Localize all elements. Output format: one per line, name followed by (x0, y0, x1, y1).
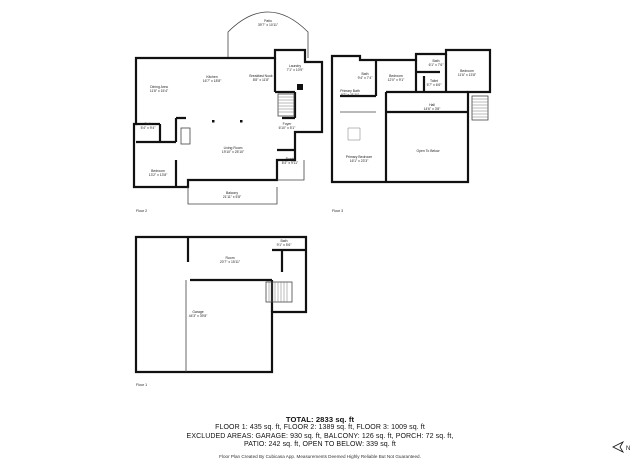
area-summary: TOTAL: 2833 sq. ft FLOOR 1: 435 sq. ft, … (120, 415, 520, 450)
floor2-outer-wall (132, 48, 324, 189)
room-label: Open To Below (417, 149, 440, 153)
floor3-interior-walls (340, 54, 468, 182)
footer-disclaimer: Floor Plan Created By Cubicasa App. Meas… (219, 454, 421, 459)
floor1-interior-walls (186, 237, 306, 312)
floor1-outer-wall (134, 235, 308, 374)
floor1-stairs (265, 281, 293, 303)
floor3-outer-wall (330, 48, 492, 184)
patio-areas: PATIO: 242 sq. ft, OPEN TO BELOW: 339 sq… (244, 441, 396, 449)
floor2-appliance (297, 84, 303, 90)
floor2-label: Floor 2 (136, 209, 147, 213)
compass-label: N (626, 446, 630, 452)
floor2-laundry-walls (273, 58, 297, 120)
floor3-label: Floor 3 (332, 209, 343, 213)
floor2-fireplace (180, 127, 191, 145)
floor2-bath-walls (136, 116, 186, 144)
north-arrow-icon: N (612, 441, 630, 453)
floor2-stairs (277, 93, 295, 117)
patio-outline (227, 11, 309, 58)
excluded-areas: EXCLUDED AREAS: GARAGE: 930 sq. ft, BALC… (186, 432, 454, 440)
floor2-porch-outline (277, 160, 305, 181)
floor3-stairs (471, 95, 489, 121)
floor2-pillar (240, 120, 243, 123)
floor3-tub (347, 127, 361, 141)
total-area: TOTAL: 2833 sq. ft (285, 415, 355, 424)
floor-areas: FLOOR 1: 435 sq. ft, FLOOR 2: 1389 sq. f… (215, 424, 425, 432)
floor2-balcony-outline (187, 187, 278, 205)
floor1-label: Floor 1 (136, 383, 147, 387)
floor2-pillar (212, 120, 215, 123)
